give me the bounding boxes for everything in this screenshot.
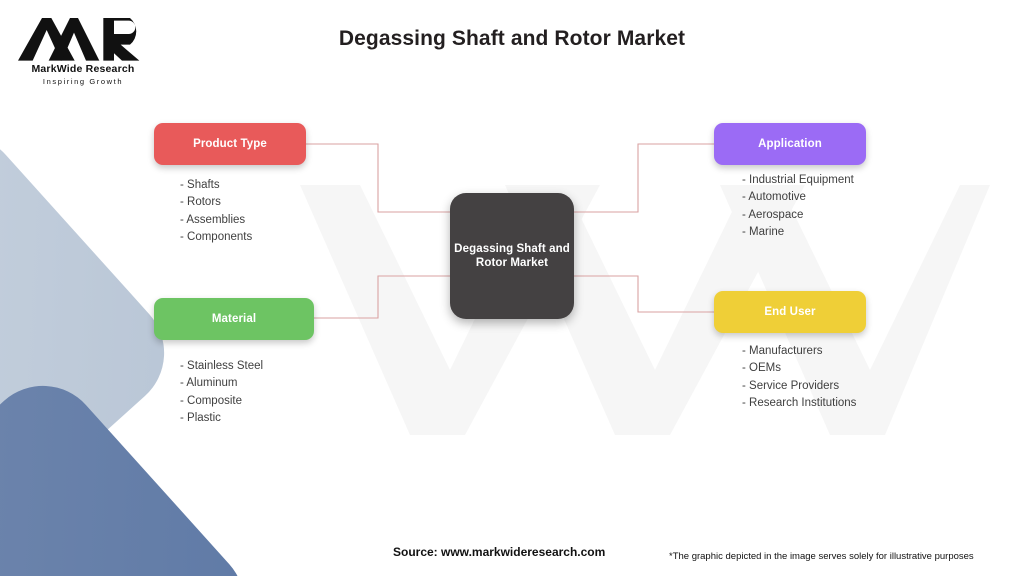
center-node[interactable]: Degassing Shaft and Rotor Market (450, 193, 574, 319)
list-item: - Stainless Steel (180, 360, 264, 372)
list-item: - Composite (180, 394, 242, 407)
list-item: - Plastic (180, 412, 221, 425)
center-node-line2: Rotor Market (475, 257, 549, 269)
watermark-mwr (300, 185, 990, 435)
logo-company-name: MarkWide Research (31, 63, 135, 75)
branch-label-product-type: Product Type (193, 138, 267, 150)
list-item: - Automotive (742, 191, 806, 204)
branch-node-material[interactable]: Material (154, 298, 314, 340)
branch-items-product-type: - Shafts - Rotors - Assemblies - Compone… (180, 177, 252, 247)
branch-label-application: Application (758, 138, 822, 150)
list-item: - Rotors (180, 196, 221, 209)
deco-shape-light (0, 135, 165, 555)
list-item: - Industrial Equipment (742, 174, 854, 186)
branch-node-product-type[interactable]: Product Type (154, 123, 306, 165)
list-item: - Assemblies (180, 213, 246, 226)
branch-items-material: - Stainless Steel - Aluminum - Composite… (180, 358, 263, 428)
list-item: - Aluminum (180, 377, 238, 390)
branch-node-end-user[interactable]: End User (714, 291, 866, 333)
branch-label-material: Material (211, 313, 257, 325)
logo-tagline: Inspiring Growth (42, 77, 124, 86)
disclaimer-note: *The graphic depicted in the image serve… (669, 551, 974, 562)
list-item: - Shafts (180, 179, 220, 191)
logo-mark-mwr (18, 18, 140, 61)
list-item: - Service Providers (742, 379, 840, 392)
branch-label-end-user: End User (764, 306, 816, 318)
list-item: - Marine (742, 226, 785, 239)
list-item: - OEMs (742, 362, 781, 375)
logo: MarkWide Research Inspiring Growth (18, 18, 148, 86)
center-node-line1: Degassing Shaft and (454, 243, 570, 255)
list-item: - Manufacturers (742, 345, 823, 357)
branch-node-application[interactable]: Application (714, 123, 866, 165)
source-label: Source: www.markwideresearch.com (393, 545, 606, 559)
list-item: - Components (180, 231, 253, 244)
list-item: - Research Institutions (742, 397, 857, 410)
page-title: Degassing Shaft and Rotor Market (338, 27, 686, 50)
branch-items-application: - Industrial Equipment - Automotive - Ae… (742, 172, 854, 242)
branch-items-end-user: - Manufacturers - OEMs - Service Provide… (742, 343, 856, 413)
list-item: - Aerospace (742, 208, 804, 221)
